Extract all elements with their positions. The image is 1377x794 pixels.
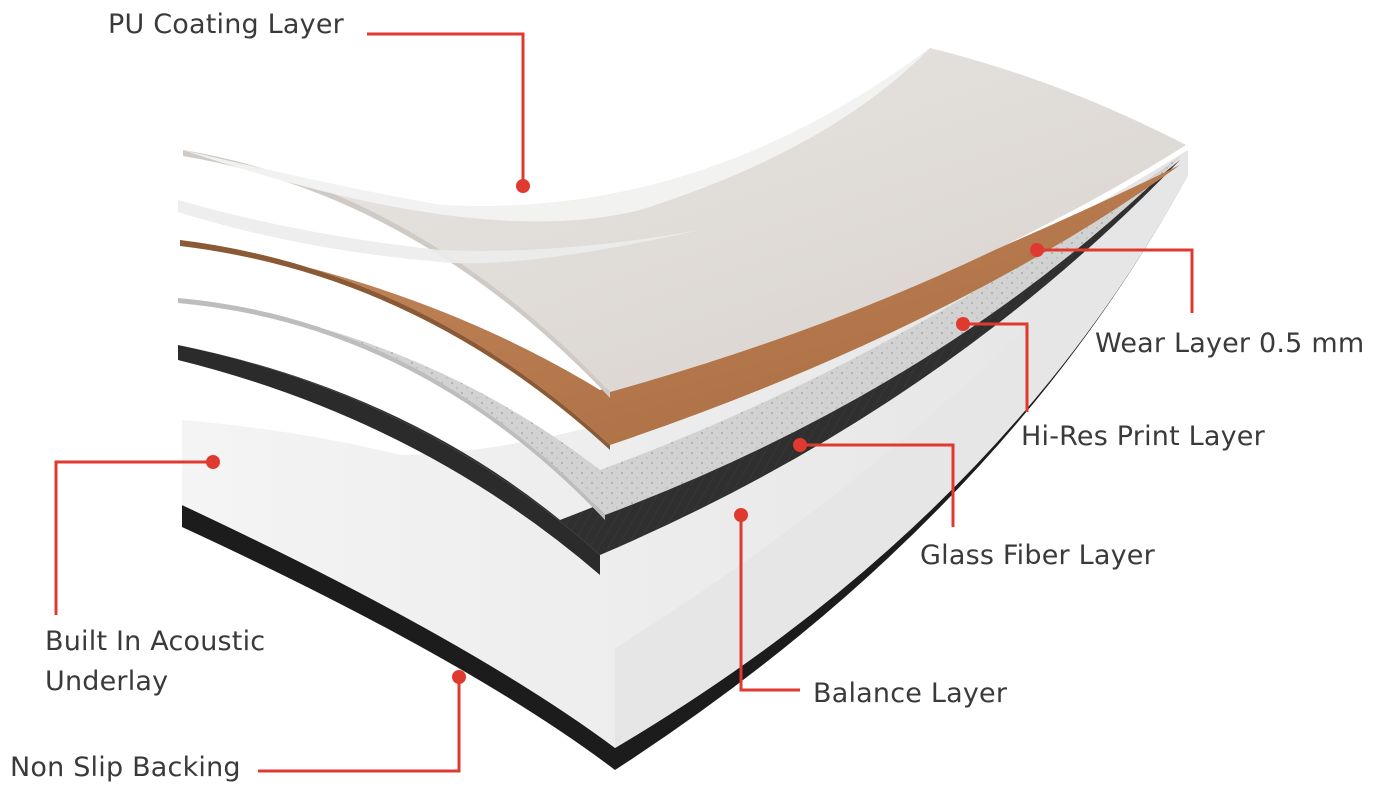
dot-wear-layer <box>1030 243 1044 257</box>
label-wear-layer: Wear Layer 0.5 mm <box>1095 324 1364 364</box>
label-pu-coating: PU Coating Layer <box>108 5 344 45</box>
dot-glass-fiber <box>793 438 807 452</box>
dot-pu-coating <box>516 179 530 193</box>
dot-non-slip-backing <box>452 670 466 684</box>
leader-pu-coating <box>367 34 523 186</box>
label-balance-layer: Balance Layer <box>813 674 1007 714</box>
label-glass-fiber: Glass Fiber Layer <box>920 536 1155 576</box>
dot-balance-layer <box>734 508 748 522</box>
label-acoustic-underlay-line1: Built In Acoustic <box>45 622 265 662</box>
dot-print-layer <box>956 317 970 331</box>
label-acoustic-underlay-line2: Underlay <box>45 662 168 702</box>
dot-acoustic-underlay <box>206 455 220 469</box>
leader-non-slip-backing <box>258 677 459 771</box>
label-non-slip-backing: Non Slip Backing <box>10 748 241 788</box>
label-print-layer: Hi-Res Print Layer <box>1021 417 1265 457</box>
